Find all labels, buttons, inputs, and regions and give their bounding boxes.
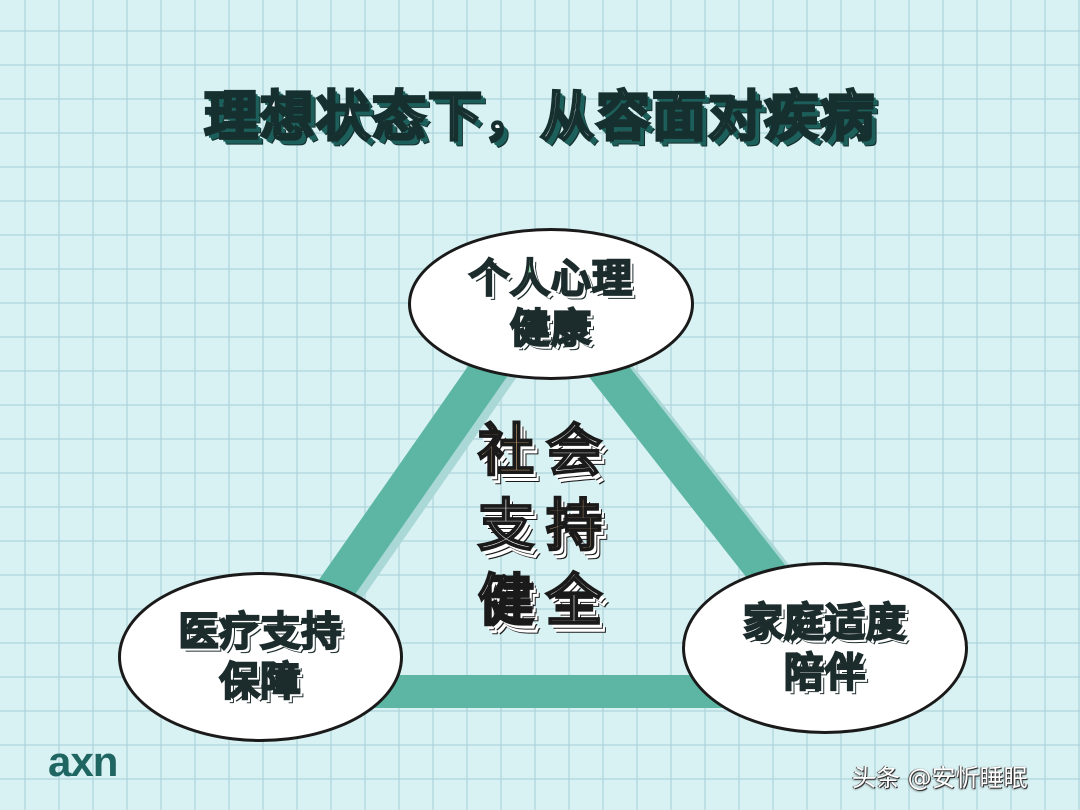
node-label-line1: 医疗支持: [178, 608, 343, 656]
node-label-line1: 家庭适度: [742, 599, 907, 647]
node-medical-support: 医疗支持 保障: [118, 572, 403, 742]
center-row: 健全: [477, 568, 614, 635]
node-label-line2: 保障: [219, 658, 302, 706]
watermark-credit: 头条 @安忻睡眠: [852, 764, 1028, 792]
brand-logo: axn: [48, 738, 118, 785]
page-title: 理想状态下，从容面对疾病: [203, 84, 876, 150]
center-row: 支持: [477, 493, 614, 560]
node-family-companionship: 家庭适度 陪伴: [682, 562, 968, 734]
node-label-line2: 健康: [509, 305, 592, 353]
node-label-line1: 个人心理: [468, 255, 633, 303]
node-label-line2: 陪伴: [783, 649, 866, 697]
center-label-social-support: 社会 支持 健全: [477, 414, 628, 639]
node-personal-mental-health: 个人心理 健康: [408, 228, 694, 380]
center-row: 社会: [477, 418, 614, 485]
